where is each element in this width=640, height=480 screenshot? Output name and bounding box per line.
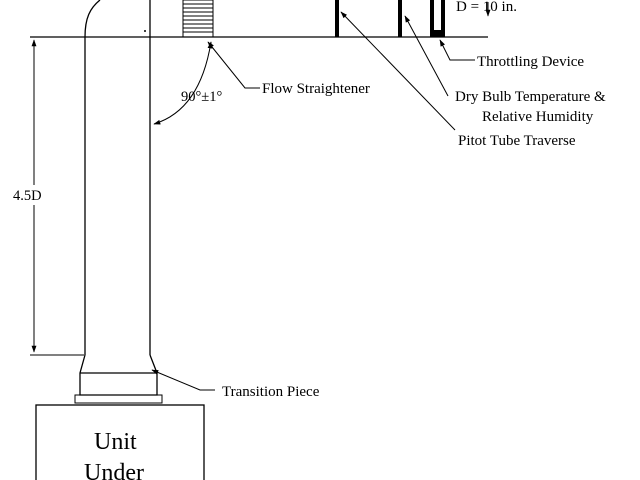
angle-arc (153, 41, 213, 125)
transition-leader (151, 369, 215, 391)
vertical-duct-left-wall (84, 0, 101, 355)
unit-label-line1: Unit (94, 429, 137, 455)
pitot-tube-leader (340, 11, 456, 131)
dry-bulb-label-line2: Relative Humidity (482, 109, 594, 125)
angle-label: 90°±1° (181, 89, 223, 105)
throttling-leader (439, 39, 475, 61)
diameter-note: D = 10 in. (456, 0, 517, 15)
flow-straightener-block (182, 0, 214, 38)
unit-label-line2: Under (84, 460, 144, 480)
throttling-device-label: Throttling Device (477, 54, 584, 70)
transition-flange (74, 394, 163, 404)
length-dimension-label: 4.5D (13, 188, 42, 204)
pitot-tube-bar (335, 0, 339, 37)
dry-bulb-bar (398, 0, 402, 37)
unit-under-test-box (35, 404, 205, 480)
throttling-device-block (430, 0, 445, 37)
transition-piece-label: Transition Piece (222, 384, 320, 400)
pitot-tube-label: Pitot Tube Traverse (458, 133, 576, 149)
dry-bulb-label-line1: Dry Bulb Temperature & (455, 89, 606, 105)
flow-straightener-label: Flow Straightener (262, 81, 370, 97)
dry-bulb-leader (404, 15, 449, 97)
bend-point (144, 30, 146, 32)
transition-piece-shape (79, 354, 158, 396)
flow-straightener-leader (207, 41, 260, 89)
